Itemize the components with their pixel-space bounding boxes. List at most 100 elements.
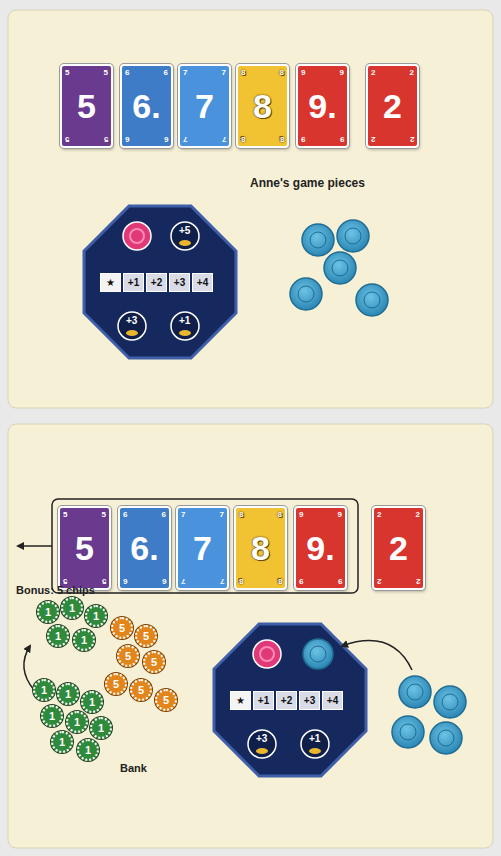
corner-value: 8: [280, 135, 284, 143]
card-value: 6.: [122, 89, 171, 123]
chip-value: 1: [85, 744, 91, 756]
number-card: 9.9999: [294, 506, 347, 590]
panel: [8, 424, 493, 848]
bank-label: Bank: [120, 762, 147, 774]
score-value: +2: [281, 695, 292, 706]
corner-value: 6: [125, 69, 129, 77]
score-value: +3: [304, 695, 315, 706]
corner-value: 6: [164, 135, 168, 143]
corner-value: 6: [125, 135, 129, 143]
score-value: +1: [258, 695, 269, 706]
corner-value: 2: [371, 69, 375, 77]
corner-value: 8: [239, 511, 243, 519]
score-value: ★: [106, 277, 115, 288]
corner-value: 7: [181, 577, 185, 585]
corner-value: 8: [278, 577, 282, 585]
chip-value: 5: [125, 650, 131, 662]
coin-bonus: +5: [179, 226, 190, 236]
money-chip: 1: [33, 679, 55, 701]
money-chip: 5: [135, 625, 157, 647]
number-card: 55555: [60, 64, 113, 148]
score-space: +1: [123, 273, 144, 292]
chip-value: 5: [151, 656, 157, 668]
corner-value: 8: [280, 69, 284, 77]
corner-value: 2: [377, 577, 381, 585]
money-chip: 5: [117, 645, 139, 667]
bracket: [52, 499, 358, 593]
chip-value: 1: [93, 610, 99, 622]
bonus-value: +3: [256, 733, 267, 744]
corner-value: 7: [222, 135, 226, 143]
money-chip: 1: [41, 705, 63, 727]
corner-value: 9: [299, 511, 303, 519]
corner-value: 7: [181, 511, 185, 519]
corner-value: 5: [104, 135, 108, 143]
corner-value: 2: [377, 511, 381, 519]
corner-value: 5: [104, 69, 108, 77]
corner-value: 2: [371, 135, 375, 143]
chip-value: 1: [69, 602, 75, 614]
coin-bonus: +1: [179, 316, 190, 326]
number-card: 9.9999: [296, 64, 349, 148]
chip-value: 1: [41, 684, 47, 696]
number-card: 77777: [176, 506, 229, 590]
corner-value: 5: [102, 511, 106, 519]
money-chip: 1: [37, 601, 59, 623]
score-value: +1: [128, 277, 139, 288]
corner-value: 8: [239, 577, 243, 585]
score-space: +2: [276, 691, 297, 710]
number-card: 22222: [366, 64, 419, 148]
card-value: 2: [368, 89, 417, 123]
player-discs: [290, 220, 388, 316]
score-board: [214, 624, 366, 776]
card-value: 5: [60, 531, 109, 565]
card-value: 5: [62, 89, 111, 123]
score-space: ★: [100, 273, 121, 292]
score-space: +2: [146, 273, 167, 292]
corner-value: 9: [338, 511, 342, 519]
bonus-value: +1: [179, 315, 190, 326]
score-space: +4: [192, 273, 213, 292]
coin-bonus: +3: [256, 734, 267, 744]
score-space: ★: [230, 691, 251, 710]
money-chip: 1: [90, 717, 112, 739]
card-value: 6.: [120, 531, 169, 565]
corner-value: 2: [416, 511, 420, 519]
corner-value: 8: [241, 135, 245, 143]
money-chip: 1: [77, 739, 99, 761]
score-space: +3: [169, 273, 190, 292]
chip-value: 5: [119, 622, 125, 634]
chip-value: 5: [113, 678, 119, 690]
chip-value: 1: [98, 722, 104, 734]
score-board: [84, 206, 236, 358]
money-chip: 5: [143, 651, 165, 673]
score-value: +4: [327, 695, 338, 706]
panel: [8, 10, 493, 408]
card-value: 9.: [296, 531, 345, 565]
move-arrow: [342, 641, 412, 670]
corner-value: 2: [416, 577, 420, 585]
card-value: 2: [374, 531, 423, 565]
corner-value: 8: [241, 69, 245, 77]
corner-value: 7: [220, 511, 224, 519]
chip-value: 5: [143, 630, 149, 642]
corner-value: 9: [301, 69, 305, 77]
chip-value: 1: [55, 630, 61, 642]
score-value: ★: [236, 695, 245, 706]
number-card: 6.6666: [118, 506, 171, 590]
score-space: +1: [253, 691, 274, 710]
corner-value: 5: [63, 511, 67, 519]
card-value: 9.: [298, 89, 347, 123]
bonus-value: +1: [309, 733, 320, 744]
score-space: +3: [299, 691, 320, 710]
number-card: 6.6666: [120, 64, 173, 148]
score-value: +2: [151, 277, 162, 288]
bonus-value: +5: [179, 225, 190, 236]
money-chip: 1: [61, 597, 83, 619]
chip-value: 1: [89, 696, 95, 708]
coin-bonus: +1: [309, 734, 320, 744]
corner-value: 2: [410, 69, 414, 77]
money-chip: 1: [73, 629, 95, 651]
corner-value: 9: [338, 577, 342, 585]
chip-value: 1: [45, 606, 51, 618]
